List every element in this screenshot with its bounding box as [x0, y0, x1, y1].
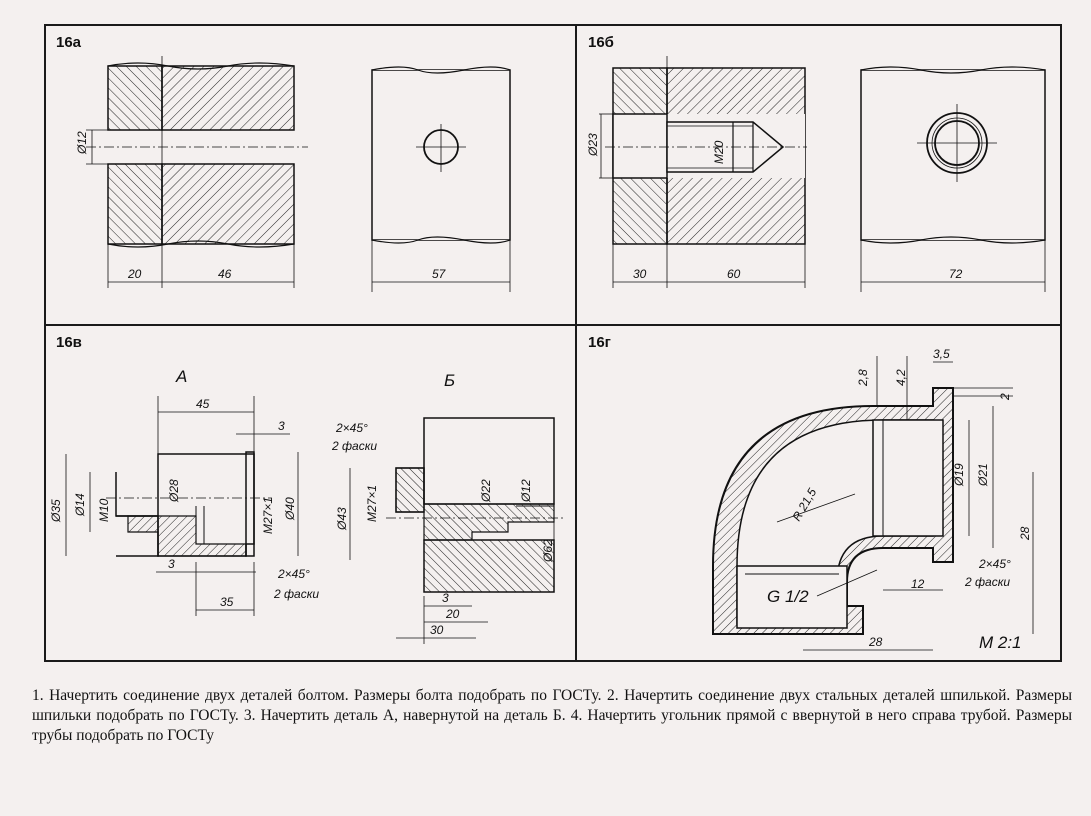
dim-m20: M20	[712, 140, 726, 164]
dim-d23: Ø23	[586, 133, 600, 157]
drawing-16v: A Б 45 3 Ø35 Ø14 M10 Ø28 M27×1 Ø40 3 2×4…	[49, 367, 564, 644]
vertical-divider	[575, 24, 577, 662]
chamfer-a: 2×45°	[277, 567, 310, 581]
dim-20: 20	[127, 267, 142, 281]
dim-d21: Ø21	[976, 463, 990, 487]
dim-d19: Ø19	[952, 463, 966, 487]
dim-28-right: 28	[1018, 526, 1032, 541]
dim-d35: Ø35	[49, 499, 63, 523]
dim-b-d62: Ø62	[541, 539, 555, 563]
chamfer-b: 2×45°	[335, 421, 368, 435]
dim-d40: Ø40	[283, 497, 297, 521]
top-view: 72	[860, 66, 1046, 292]
drawing-sheet	[44, 24, 1062, 662]
part-b-drawing: 2×45° 2 фаски Ø43 M27×1 Ø22 Ø12 Ø62 3 20…	[331, 417, 564, 644]
dim-b-d12: Ø12	[519, 479, 533, 503]
panel-tag-16g: 16г	[588, 334, 611, 351]
dim-b-d43: Ø43	[335, 507, 349, 531]
dim-30: 30	[633, 267, 647, 281]
drawing-16b: Ø23 M20 30 60 72	[586, 56, 1046, 292]
dim-2: 2	[998, 393, 1012, 401]
dim-b-30: 30	[430, 623, 444, 637]
dim-46: 46	[218, 267, 232, 281]
dim-b-20: 20	[445, 607, 460, 621]
section-view: Ø23 M20 30 60	[586, 56, 807, 288]
dim-57: 57	[432, 267, 447, 281]
dim-m10: M10	[97, 498, 111, 522]
dim-60: 60	[727, 267, 741, 281]
dim-28-bottom: 28	[868, 635, 883, 649]
part-a-drawing: 45 3 Ø35 Ø14 M10 Ø28 M27×1 Ø40 3 2×45° 2…	[49, 396, 319, 616]
chamfer-d-note: 2 фаски	[964, 575, 1010, 589]
dim-d12: Ø12	[75, 131, 89, 155]
dim-28v: 2,8	[856, 369, 870, 387]
chamfer-a-note: 2 фаски	[273, 587, 319, 601]
dim-35: 35	[220, 595, 234, 609]
label-part-b: Б	[444, 371, 455, 390]
panel-tag-16v: 16в	[56, 334, 82, 351]
panel-tag-16a: 16а	[56, 34, 82, 51]
drawing-16g: R 21,5 G 1/2 2,8 4,2 3,5 2 Ø19 Ø21 28 2×…	[712, 347, 1034, 652]
horizontal-divider	[44, 324, 1062, 326]
dim-42: 4,2	[894, 369, 908, 386]
dim-d14: Ø14	[73, 493, 87, 517]
dim-72: 72	[949, 267, 963, 281]
scale-label: M 2:1	[979, 633, 1022, 652]
elbow-fitting: R 21,5 G 1/2 2,8 4,2 3,5 2 Ø19 Ø21 28 2×…	[712, 347, 1034, 652]
panel-tag-16b: 16б	[588, 34, 614, 51]
dim-12: 12	[911, 577, 925, 591]
assignment-caption: 1. Начертить соединение двух деталей бол…	[32, 687, 1072, 744]
dim-45: 45	[196, 397, 210, 411]
chamfer-b-note: 2 фаски	[331, 439, 377, 453]
chamfer-d: 2×45°	[978, 557, 1011, 571]
dim-g12: G 1/2	[767, 587, 809, 606]
dim-b-m27: M27×1	[365, 485, 379, 522]
dim-m27: M27×1	[261, 497, 275, 534]
drawing-16a: Ø12 20 46 57	[75, 56, 511, 292]
label-part-a: A	[175, 367, 187, 386]
dim-3-bottom: 3	[168, 557, 175, 571]
dim-35: 3,5	[933, 347, 950, 361]
dim-b-d22: Ø22	[479, 479, 493, 503]
top-view: 57	[371, 66, 511, 292]
dim-d28: Ø28	[167, 479, 181, 503]
dim-b-3: 3	[442, 591, 449, 605]
dim-3-top: 3	[278, 419, 285, 433]
section-view: Ø12 20 46	[75, 56, 308, 288]
